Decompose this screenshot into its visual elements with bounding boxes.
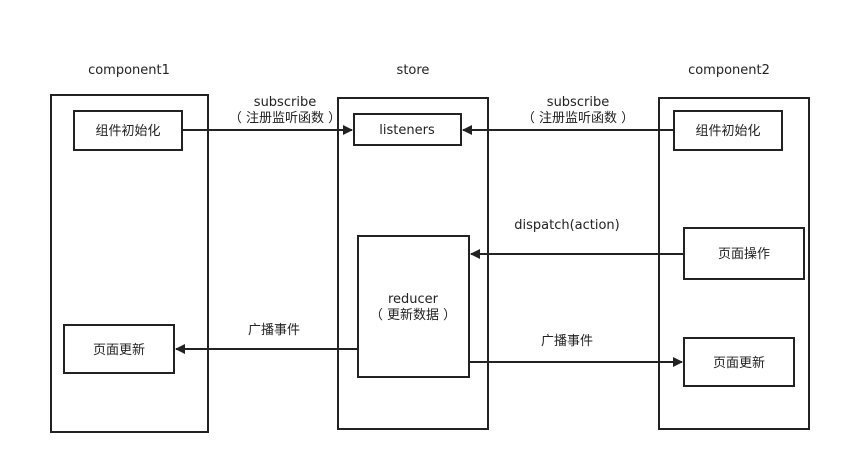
component1-init-label: 组件初始化 bbox=[95, 124, 160, 139]
component2-init-label: 组件初始化 bbox=[695, 124, 760, 139]
component1-update-box bbox=[63, 324, 175, 374]
store-header: store bbox=[397, 63, 430, 78]
broadcast-right-label: 广播事件 bbox=[541, 334, 593, 349]
component2-update-label: 页面更新 bbox=[713, 355, 765, 371]
component1-container bbox=[50, 94, 209, 433]
reducer-note: （ 更新数据 ） bbox=[370, 307, 456, 323]
component1-header: component1 bbox=[88, 63, 170, 78]
reducer-box bbox=[357, 235, 470, 378]
subscribe-right-label: subscribe bbox=[547, 95, 609, 110]
reducer-label: reducer bbox=[388, 292, 439, 307]
subscribe-right-note: （ 注册监听函数 ） bbox=[522, 111, 634, 126]
component2-header: component2 bbox=[688, 63, 770, 78]
broadcast-left-label: 广播事件 bbox=[248, 323, 300, 338]
subscribe-left-label: subscribe bbox=[254, 95, 316, 110]
component1-update-label: 页面更新 bbox=[93, 342, 145, 358]
dispatch-label: dispatch(action) bbox=[514, 218, 620, 233]
listeners-box bbox=[353, 113, 462, 146]
component2-operate-label: 页面操作 bbox=[718, 246, 770, 262]
listeners-label: listeners bbox=[379, 123, 435, 138]
subscribe-left-note: （ 注册监听函数 ） bbox=[229, 111, 341, 126]
component2-update-box bbox=[683, 337, 795, 387]
